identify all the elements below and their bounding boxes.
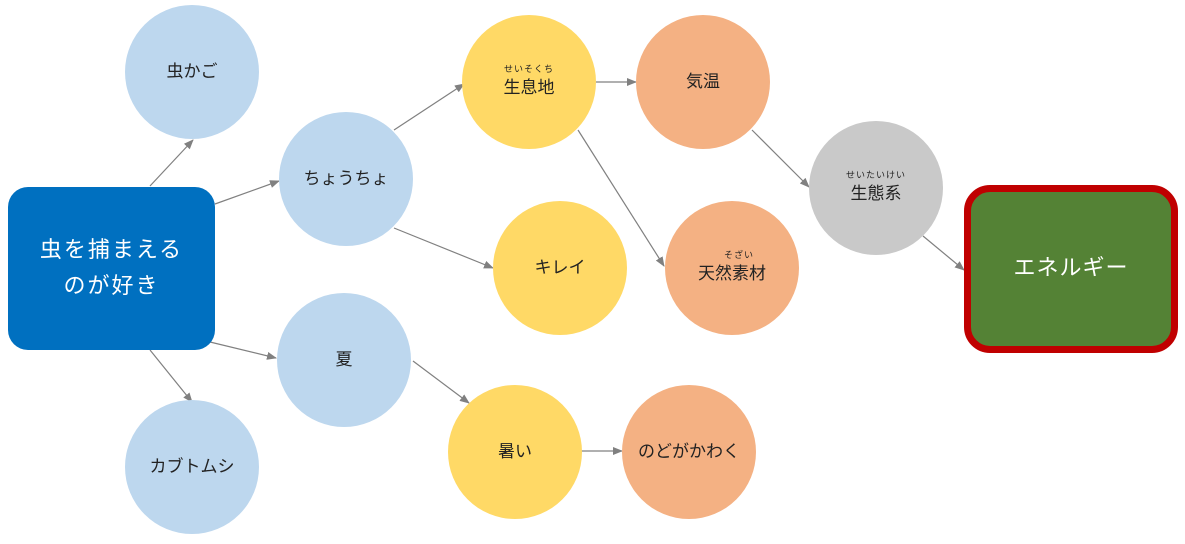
node-kabutomushi[interactable]: カブトムシ — [125, 400, 259, 534]
arrow-kion-to-seitaikei — [751, 129, 810, 188]
arrow-seisokuchi-to-tennen-sozai — [577, 129, 665, 267]
node-seitaikei-ruby: せいたいけい — [845, 171, 906, 181]
node-chouchou[interactable]: ちょうちょ — [279, 112, 413, 246]
node-mushikago[interactable]: 虫かご — [125, 5, 259, 139]
arrow-chouchou-to-seisokuchi — [393, 83, 465, 131]
arrow-chouchou-to-kirei — [393, 227, 494, 269]
node-kabutomushi-label: カブトムシ — [149, 457, 235, 477]
node-natsu-label: 夏 — [335, 350, 353, 370]
arrow-main-to-kabutomushi — [149, 349, 193, 403]
node-energy-label: エネルギー — [1013, 256, 1129, 281]
node-seitaikei-label: 生態系 — [850, 184, 902, 204]
node-nodo[interactable]: のどがかわく — [622, 385, 756, 519]
node-seitaikei[interactable]: せいたいけい 生態系 — [809, 121, 943, 255]
arrow-main-to-natsu — [209, 341, 277, 360]
node-natsu[interactable]: 夏 — [277, 293, 411, 427]
node-tennen-sozai-label: 天然素材 — [698, 264, 766, 284]
node-kirei-label: キレイ — [534, 258, 586, 278]
node-mushikago-label: 虫かご — [166, 62, 218, 82]
main-topic-line1: 虫を捕まえる — [39, 237, 184, 263]
node-tennen-sozai[interactable]: そざい 天然素材 — [665, 201, 799, 335]
node-kion[interactable]: 気温 — [636, 15, 770, 149]
arrow-seitaikei-to-energy — [922, 235, 965, 271]
node-kion-label: 気温 — [686, 72, 720, 92]
node-kirei[interactable]: キレイ — [493, 201, 627, 335]
arrow-main-to-mushikago — [149, 139, 194, 187]
node-atsui-label: 暑い — [498, 442, 532, 462]
node-atsui[interactable]: 暑い — [448, 385, 582, 519]
node-energy-goal[interactable]: エネルギー — [964, 185, 1178, 353]
node-seisokuchi-label: 生息地 — [503, 78, 555, 98]
node-nodo-label: のどがかわく — [638, 442, 740, 462]
node-main-topic[interactable]: 虫を捕まえる のが好き — [8, 187, 215, 350]
node-seisokuchi[interactable]: せいそくち 生息地 — [462, 15, 596, 149]
node-seisokuchi-ruby: せいそくち — [503, 65, 554, 75]
node-tennen-sozai-ruby: そざい — [723, 251, 754, 261]
arrow-natsu-to-atsui — [412, 360, 470, 404]
main-topic-line2: のが好き — [63, 273, 160, 299]
node-chouchou-label: ちょうちょ — [303, 169, 389, 189]
arrow-main-to-chouchou — [214, 180, 280, 205]
